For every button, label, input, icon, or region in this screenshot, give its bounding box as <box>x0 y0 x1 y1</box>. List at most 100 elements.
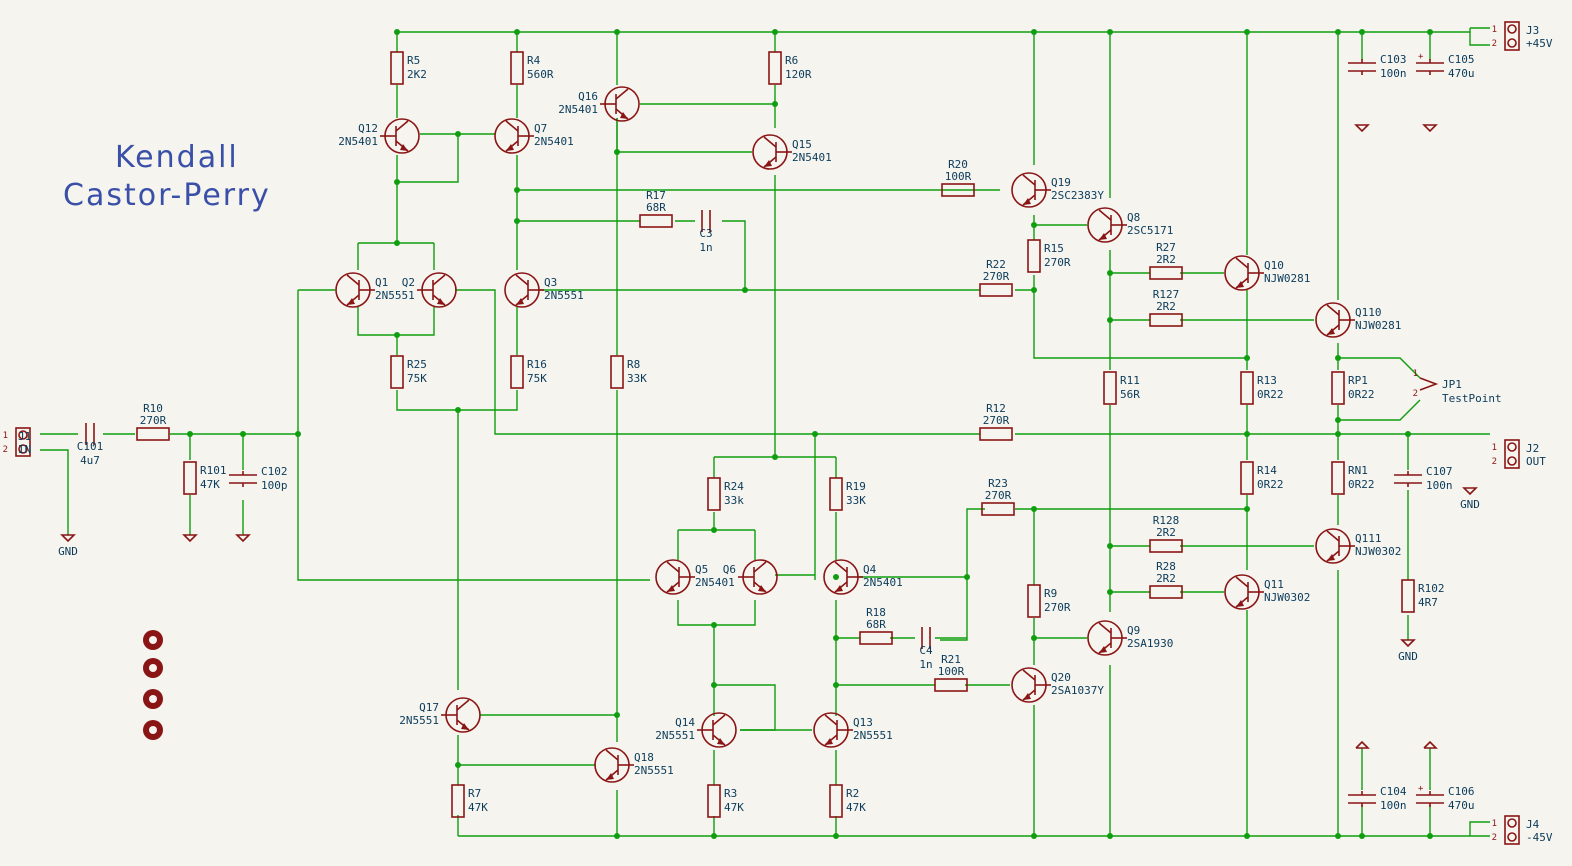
transistor-arrow <box>758 585 766 592</box>
junction-dot <box>1031 29 1037 35</box>
junction-dot <box>514 187 520 193</box>
resistor-value: 270R <box>983 270 1010 283</box>
ground-symbol <box>235 534 251 543</box>
polarity-mark: + <box>1418 784 1424 794</box>
transistor-ref: Q20 <box>1051 671 1071 684</box>
wire <box>1033 275 1247 359</box>
transistor-part: 2N5551 <box>634 764 674 777</box>
transistor-collector <box>1022 174 1036 186</box>
resistor-body <box>979 283 1013 297</box>
junction-dot <box>833 635 839 641</box>
junction-dot <box>1107 589 1113 595</box>
pin-1 <box>1507 818 1517 828</box>
junction-dot <box>1335 29 1341 35</box>
transistor-arrow <box>1327 328 1335 335</box>
resistor-value: 2R2 <box>1156 572 1176 585</box>
transistor-collector <box>432 274 446 286</box>
pin-2 <box>1507 456 1517 466</box>
capacitor-ref: C4 <box>919 644 933 657</box>
resistor-value: 56R <box>1120 388 1140 401</box>
capacitor-value: 100n <box>1380 799 1407 812</box>
pin-2 <box>1507 38 1517 48</box>
junction-dot <box>1107 833 1113 839</box>
junction-dot <box>187 431 193 437</box>
pin-number: 2 <box>1492 833 1497 843</box>
gnd-triangle <box>182 534 198 543</box>
transistor-ref: Q3 <box>544 276 557 289</box>
resistor-ref: R19 <box>846 480 866 493</box>
capacitor-value: 1n <box>699 241 712 254</box>
resistor-value: 0R22 <box>1257 388 1284 401</box>
transistor-part: 2N5401 <box>695 576 735 589</box>
resistor-value: 0R22 <box>1348 388 1375 401</box>
title-line-1: Kendall <box>115 140 239 175</box>
capacitor-value: 100n <box>1380 67 1407 80</box>
junction-dot <box>1244 29 1250 35</box>
mounting-hole <box>143 689 163 709</box>
resistor-value: 270R <box>985 489 1012 502</box>
resistor-value: 75K <box>407 372 427 385</box>
resistor-ref: R2 <box>846 787 859 800</box>
junction-dot <box>711 833 717 839</box>
transistor-collector <box>605 749 619 761</box>
resistor-body <box>981 502 1015 516</box>
gnd-triangle <box>60 534 76 543</box>
transistor-part: NJW0302 <box>1355 545 1401 558</box>
resistor-body <box>1149 539 1183 553</box>
resistor-ref: R14 <box>1257 464 1277 477</box>
resistor-value: 33K <box>846 494 866 507</box>
transistor-ref: Q15 <box>792 138 812 151</box>
wire <box>677 600 756 626</box>
transistor-ref: Q9 <box>1127 624 1140 637</box>
gnd-label: GND <box>58 545 78 558</box>
junction-dot <box>833 574 839 580</box>
transistor-collector <box>1235 257 1249 269</box>
gnd-triangle <box>1354 124 1370 133</box>
pin-number: 2 <box>1492 39 1497 49</box>
resistor-ref: R27 <box>1156 241 1176 254</box>
transistor-part: 2SA1930 <box>1127 637 1173 650</box>
resistor-body <box>1027 584 1041 618</box>
resistor-ref: R5 <box>407 54 420 67</box>
resistor-body <box>639 214 673 228</box>
mounting-hole-center <box>149 726 157 734</box>
component-layer: R52K2R4560RR6120RR10147KR2575KR1675KR833… <box>3 21 1553 845</box>
pin-1 <box>18 430 28 440</box>
transistor-collector <box>666 561 680 573</box>
junction-dot <box>711 682 717 688</box>
junction-dot <box>1335 431 1341 437</box>
resistor-value: 270R <box>140 414 167 427</box>
transistor-q6: Q6 <box>723 559 778 595</box>
transistor-part: 2N5551 <box>399 714 439 727</box>
resistor-body <box>1401 579 1415 613</box>
mounting-hole-center <box>149 636 157 644</box>
pin-1 <box>1507 24 1517 34</box>
resistor-ref: R101 <box>200 464 227 477</box>
junction-dot <box>614 833 620 839</box>
wire <box>1338 357 1421 379</box>
transistor-ref: Q110 <box>1355 306 1382 319</box>
transistor-collector <box>346 274 360 286</box>
connector-ref: J3 <box>1526 24 1539 37</box>
power-flag <box>1355 740 1370 749</box>
resistor-ref: R3 <box>724 787 737 800</box>
transistor-ref: Q11 <box>1264 578 1284 591</box>
transistor-collector <box>712 714 726 726</box>
junction-dot <box>455 407 461 413</box>
